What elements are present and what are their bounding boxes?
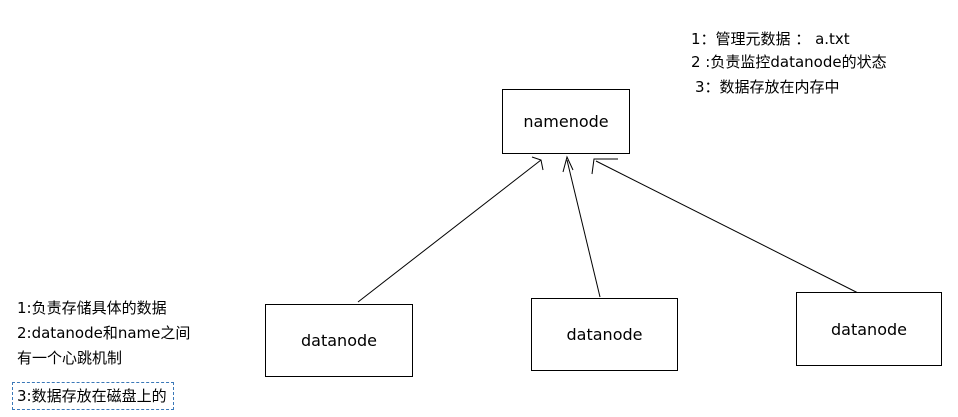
datanode-label: datanode: [301, 331, 377, 350]
arrow-datanode-1-shaft: [357, 159, 542, 303]
datanode-label: datanode: [831, 319, 907, 339]
namenode-note-line: 1：管理元数据 ： a.txt: [691, 30, 850, 48]
namenode-label: namenode: [523, 112, 609, 131]
datanode-box-1: datanode: [265, 304, 413, 377]
namenode-box: namenode: [502, 89, 630, 154]
datanode-note-line: 1:负责存储具体的数据: [17, 299, 167, 317]
arrow-datanode-3-head: [591, 158, 618, 175]
arrow-datanode-3-shaft: [595, 160, 869, 299]
namenode-note-line: 3：数据存放在内存中: [695, 78, 840, 96]
arrow-datanode-2-head: [562, 155, 574, 173]
datanode-note-line: 2:datanode和name之间: [17, 324, 191, 342]
datanode-notes: 1:负责存储具体的数据 2:datanode和name之间 有一个心跳机制: [17, 296, 190, 371]
arrow-datanode-1-head: [531, 156, 544, 171]
datanode-note-boxed[interactable]: 3:数据存放在磁盘上的: [12, 382, 174, 410]
namenode-notes: 1：管理元数据 ： a.txt 2 :负责监控datanode的状态 3：数据存…: [691, 28, 887, 99]
datanode-note-line: 有一个心跳机制: [17, 349, 123, 367]
datanode-box-2: datanode: [531, 298, 678, 371]
arrow-datanode-2-shaft: [566, 159, 601, 298]
datanode-label: datanode: [566, 325, 643, 344]
datanode-box-3: datanode: [796, 292, 942, 366]
namenode-note-line: 2 :负责监控datanode的状态: [691, 53, 887, 71]
